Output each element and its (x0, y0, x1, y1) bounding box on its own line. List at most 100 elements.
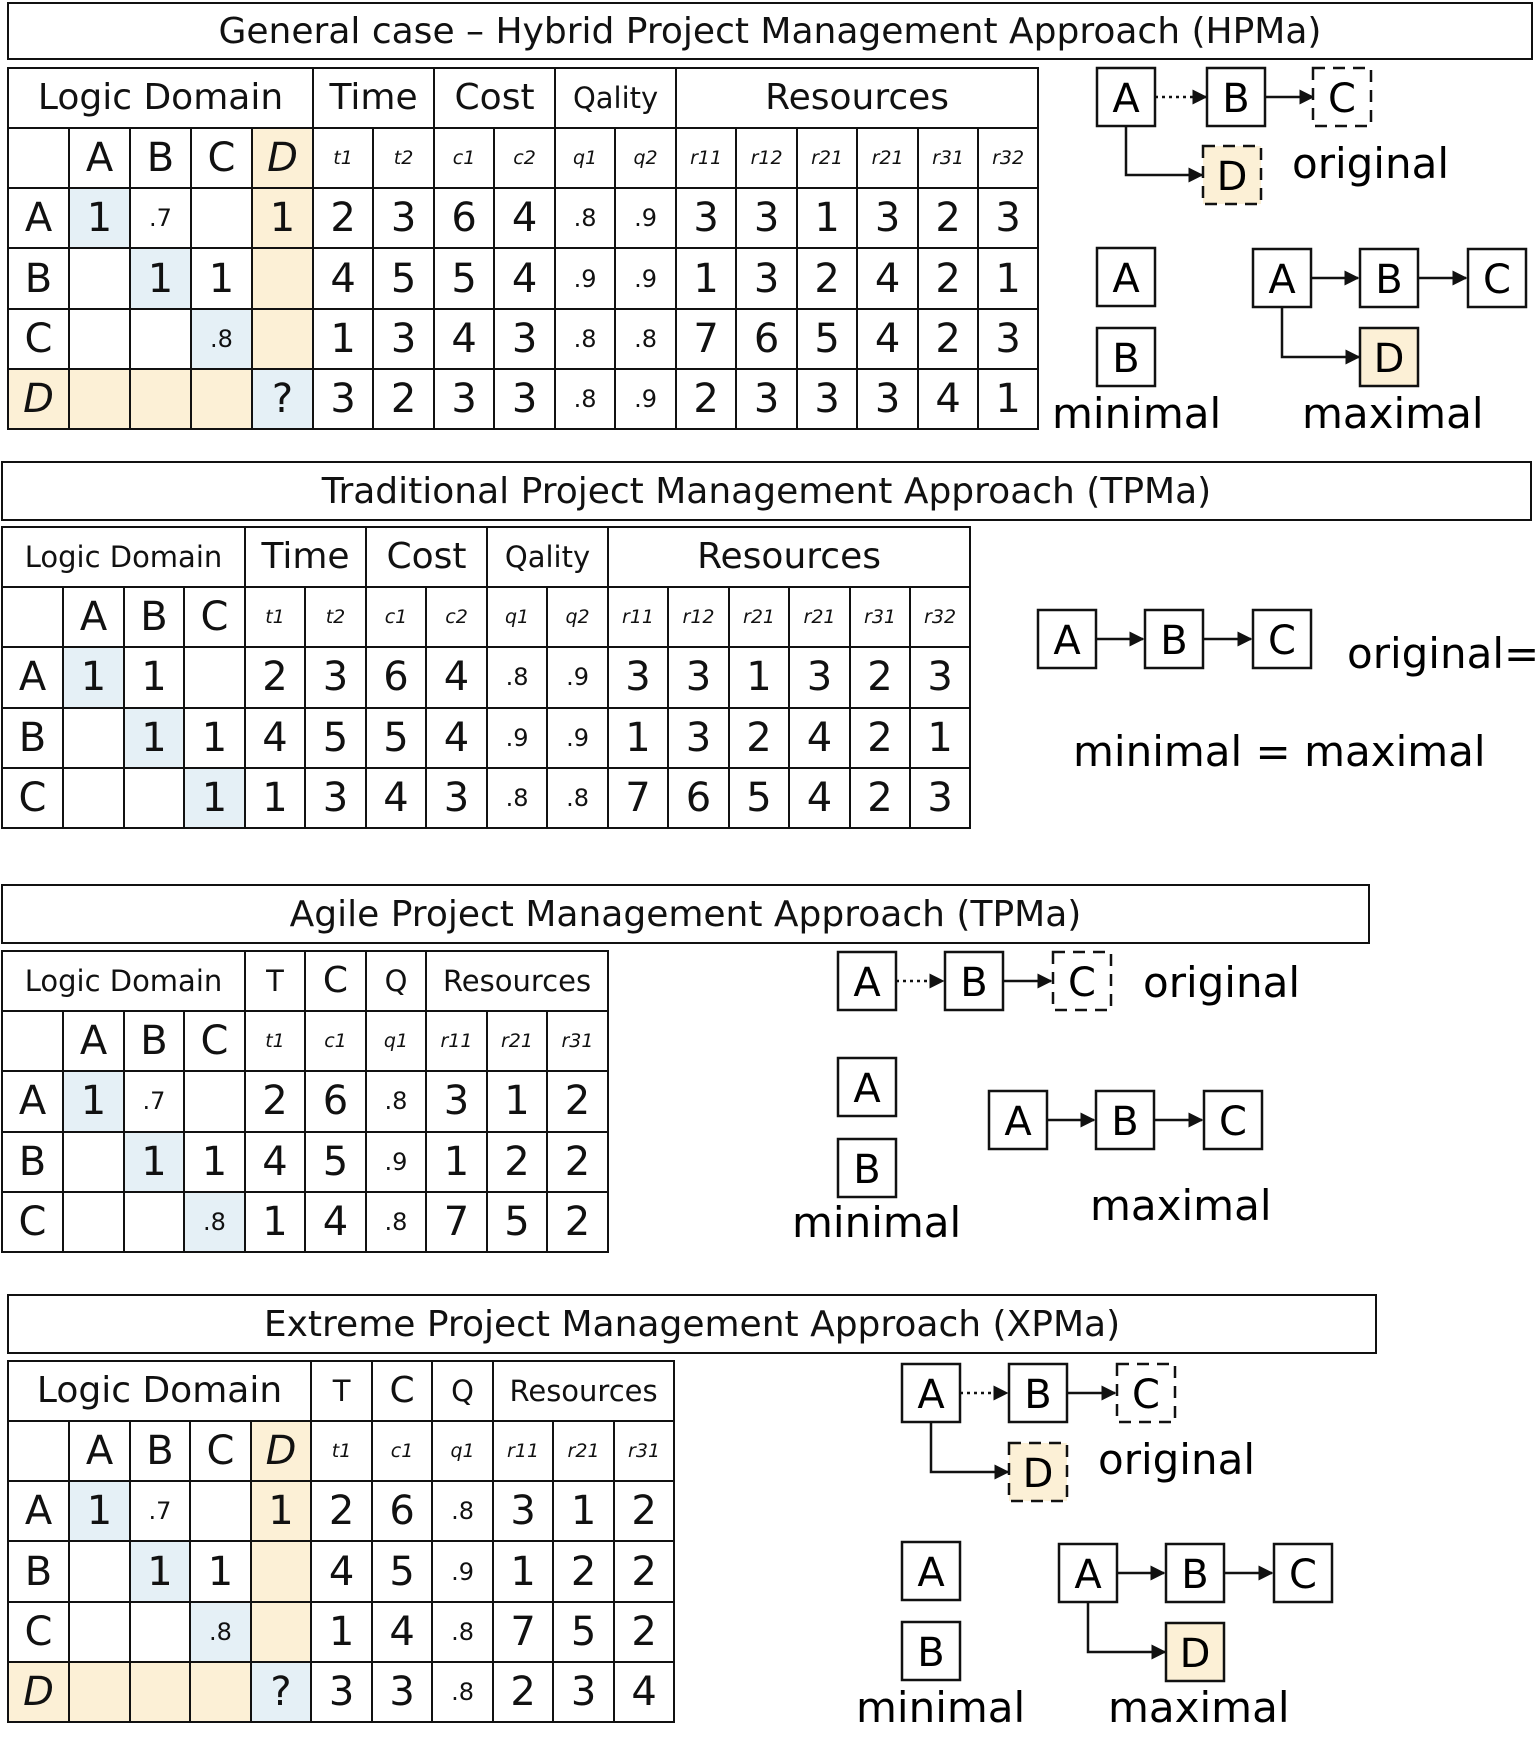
logic-cell: 1 (123, 1130, 185, 1193)
node-label: A (1268, 257, 1296, 303)
value-cell: .8 (554, 307, 617, 370)
value-cell: 3 (667, 706, 731, 769)
value-cell: .9 (431, 1540, 495, 1603)
original-diagram: A B C original (836, 950, 1300, 1012)
logic-cell: 1 (250, 187, 315, 250)
value-cell: .9 (546, 646, 610, 709)
sub-label: t1 (244, 586, 306, 649)
header-logic-domain: Logic Domain (6, 66, 315, 130)
logic-cell (68, 1600, 131, 1663)
value-cell: 3 (856, 367, 920, 431)
header-cost: C (371, 1359, 434, 1423)
node-label: B (1112, 336, 1139, 382)
header-time: T (310, 1359, 374, 1423)
value-cell: 2 (849, 706, 912, 769)
value-cell: .8 (614, 307, 678, 370)
minimal-maximal-label: minimal = maximal (1073, 727, 1486, 776)
sub-label: t1 (244, 1010, 306, 1073)
logic-cell: 1 (183, 766, 246, 830)
value-cell: .8 (554, 367, 617, 431)
value-cell: 1 (796, 187, 859, 250)
row-label: C (1, 766, 64, 830)
value-cell: 4 (425, 706, 489, 769)
sub-label: c1 (304, 1010, 367, 1073)
row-label: A (7, 1480, 70, 1543)
table-row: D ? 3 3 .8 2 3 4 (7, 1660, 676, 1724)
value-cell: 4 (244, 1130, 306, 1193)
node-box (1057, 1542, 1119, 1604)
row-label: C (7, 307, 70, 370)
logic-cell (68, 1540, 131, 1603)
value-cell: 1 (728, 646, 791, 709)
sub-label: r32 (977, 127, 1040, 190)
value-cell: 2 (849, 766, 912, 830)
value-cell: 2 (545, 1190, 610, 1254)
value-cell: 1 (310, 1600, 374, 1663)
header-resources: Resources (607, 525, 972, 589)
section-title: General case – Hybrid Project Management… (7, 2, 1533, 60)
sub-label: t1 (312, 127, 375, 190)
node-label: B (853, 1147, 880, 1193)
sub-label: c1 (371, 1420, 434, 1483)
logic-cell: ? (249, 1660, 313, 1724)
node-label: B (1375, 257, 1402, 303)
node-label: B (1024, 1372, 1051, 1418)
logic-cell: 1 (62, 646, 125, 709)
apma-matrix: Logic Domain T C Q Resources A B C t1 c1… (1, 949, 610, 1254)
table-row: B 1 1 4 5 .9 1 2 2 (1, 1130, 610, 1193)
logic-cell (129, 1600, 191, 1663)
node-label: A (1074, 1552, 1102, 1598)
sub-label: r32 (909, 586, 972, 649)
value-cell: 3 (492, 1480, 555, 1543)
sub-label: r31 (613, 1420, 676, 1483)
node-box (943, 950, 1005, 1012)
header-logic-domain: Logic Domain (1, 525, 246, 589)
value-cell: 1 (977, 247, 1040, 310)
sub-label: r12 (735, 127, 799, 190)
value-cell: 2 (372, 367, 436, 431)
node-label: C (1289, 1552, 1317, 1598)
value-cell: 4 (371, 1600, 434, 1663)
header-logic-domain: Logic Domain (1, 949, 246, 1013)
logic-cell (190, 187, 253, 250)
corner-cell (1, 586, 64, 649)
node-box (1095, 246, 1157, 308)
logic-cell (68, 367, 131, 431)
value-cell: .9 (365, 1130, 427, 1193)
logic-cell: ? (250, 367, 315, 431)
value-cell: 5 (303, 706, 368, 769)
value-cell: 4 (304, 1190, 367, 1254)
tpma-flow-diagram: A B C original= minimal = maximal (1036, 608, 1539, 776)
value-cell: 5 (486, 1190, 548, 1254)
node-label: A (917, 1550, 945, 1596)
sub-label: q2 (614, 127, 678, 190)
node-box (1358, 326, 1420, 388)
logic-cell: 1 (249, 1480, 313, 1543)
original-diagram: A B C D original (1095, 66, 1449, 206)
node-box (836, 1137, 898, 1199)
table-row: A 1 .7 2 6 .8 3 1 2 (1, 1070, 610, 1133)
arrow (1124, 126, 1204, 183)
node-label: B (960, 960, 987, 1006)
section-title: Extreme Project Management Approach (XPM… (7, 1294, 1377, 1354)
value-cell: 3 (977, 187, 1040, 250)
node-box (1205, 66, 1267, 128)
logic-cell (129, 367, 192, 431)
maximal-label: maximal (1108, 1683, 1290, 1732)
node-label: A (853, 960, 881, 1006)
table-row: B 1 1 4 5 5 4 .9 .9 1 3 2 4 2 1 (1, 706, 972, 769)
value-cell: 3 (425, 766, 489, 830)
logic-cell (129, 307, 192, 370)
dashed-node-box (1051, 950, 1113, 1012)
sub-label: c2 (425, 586, 489, 649)
dashed-node-box (1201, 144, 1263, 206)
value-cell: 2 (917, 247, 980, 310)
header-logic-domain: Logic Domain (6, 1359, 313, 1423)
minimal-label: minimal (856, 1683, 1025, 1732)
value-cell: 3 (735, 187, 799, 250)
value-cell: 2 (244, 646, 306, 709)
value-cell: .9 (614, 367, 678, 431)
col-label: A (62, 586, 125, 649)
node-box (836, 1056, 898, 1118)
value-cell: .8 (365, 1070, 427, 1133)
